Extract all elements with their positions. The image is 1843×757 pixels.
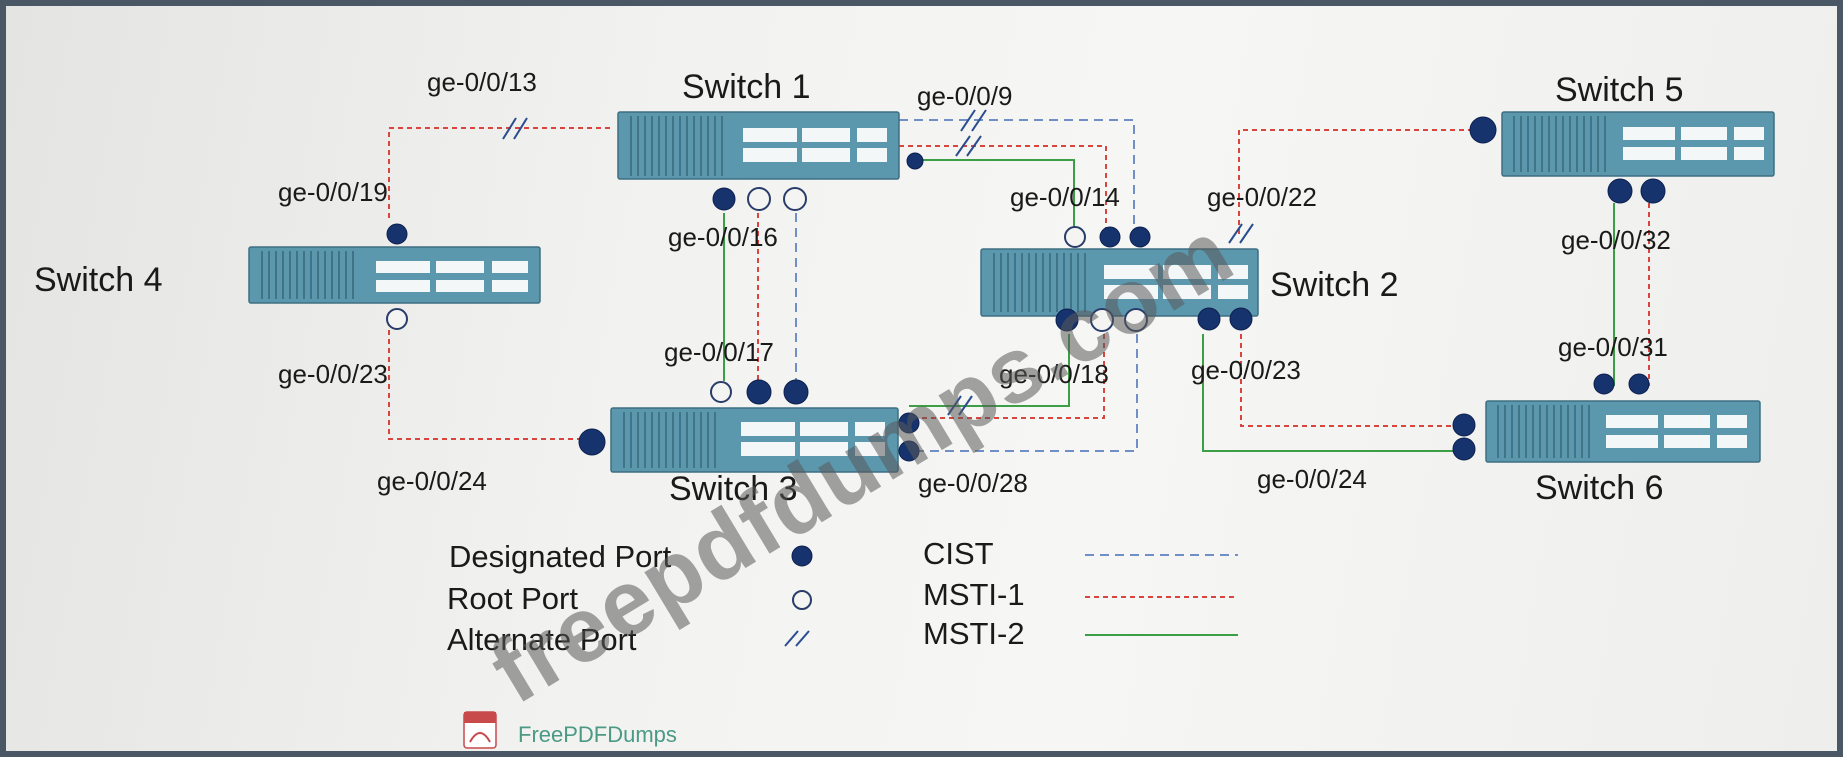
switch-3-label: Switch 3 [669,470,798,508]
switch-4-label: Switch 4 [34,261,163,299]
switch-1[interactable] [617,111,900,180]
legend-alternate-marker [795,630,810,647]
switch-6-label: Switch 6 [1535,469,1664,507]
switch-5-label: Switch 5 [1555,71,1684,109]
switch-2-label: Switch 2 [1270,266,1399,304]
port-label-ge-0-0-28: ge-0/0/28 [918,468,1028,498]
legend-cist-label: CIST [923,536,994,571]
switch-4[interactable] [248,246,541,304]
designated-port-marker [1229,307,1253,331]
port-label-ge-0-0-16: ge-0/0/16 [668,222,778,252]
port-label-ge-0-0-19: ge-0/0/19 [278,177,388,207]
designated-port-marker [1129,226,1151,248]
designated-port-marker [712,187,736,211]
designated-port-marker [1452,437,1476,461]
port-label-ge-0-0-13: ge-0/0/13 [427,67,537,97]
legend-designated-label: Designated Port [449,539,672,574]
port-label-ge-0-0-31: ge-0/0/31 [1558,332,1668,362]
alternate-port-marker [513,117,528,140]
link-sw1-sw2 [899,109,1135,234]
designated-port-marker [906,152,924,170]
legend-alternate-label: Alternate Port [447,622,637,657]
link-sw1-sw3 [723,213,797,381]
designated-port-marker [1628,373,1650,395]
switch-6[interactable] [1485,400,1761,463]
legend-msti2-label: MSTI-2 [923,616,1025,651]
link-sw2-sw6 [1202,334,1464,452]
designated-port-marker [386,223,408,245]
root-port-marker [783,187,807,211]
link-sw2-sw3 [909,334,1138,452]
port-label-ge-0-0-18: ge-0/0/18 [999,359,1109,389]
brand-logo: FreePDFDumps [463,711,677,749]
switch-5[interactable] [1501,111,1775,177]
designated-port-marker [746,379,772,405]
port-label-ge-0-0-9: ge-0/0/9 [917,81,1012,111]
alternate-port-marker [971,109,987,132]
link-sw4-sw3 [388,312,581,440]
root-port-marker [747,187,771,211]
alternate-port-marker [960,109,976,132]
designated-port-marker [898,440,920,462]
legend-msti1-label: MSTI-1 [923,577,1025,612]
designated-port-marker [1607,178,1633,204]
designated-port-marker [1469,116,1497,144]
legend-alternate-marker [784,630,799,647]
designated-port-marker [1593,373,1615,395]
watermark-text: freepdfdumps.com [474,201,1250,723]
network-diagram: Switch 1 Switch 2 Switch 3 Switch 4 Swit… [34,67,1775,749]
port-label-ge-0-0-24-right: ge-0/0/24 [1257,464,1367,494]
switch-1-label: Switch 1 [682,68,811,106]
legend-root-marker [792,590,812,610]
legend-root-label: Root Port [447,581,578,616]
root-port-marker [386,308,408,330]
root-port-marker [1090,308,1114,332]
alternate-port-marker [955,135,971,157]
designated-port-marker [1099,226,1121,248]
root-port-marker [1124,308,1148,332]
root-port-marker [1064,226,1086,248]
switch-3[interactable] [610,407,899,473]
switch-2[interactable] [980,248,1259,317]
diagram-frame: Switch 1 Switch 2 Switch 3 Switch 4 Swit… [6,6,1837,751]
port-label-ge-0-0-22: ge-0/0/22 [1207,182,1317,212]
designated-port-marker [1640,178,1666,204]
port-label-ge-0-0-23-right: ge-0/0/23 [1191,355,1301,385]
link-sw1-sw4 [388,117,610,221]
alternate-port-marker [1228,223,1243,244]
alternate-port-marker [947,395,962,416]
link-sw5-sw6 [1613,203,1650,386]
brand-name: FreePDFDumps [518,722,677,747]
designated-port-marker [898,412,920,434]
root-port-marker [710,381,732,403]
alternate-port-marker [966,135,982,157]
port-label-ge-0-0-32: ge-0/0/32 [1561,225,1671,255]
designated-port-marker [1055,308,1079,332]
alternate-port-marker [502,117,517,140]
link-sw2-sw5 [1228,129,1481,244]
alternate-port-marker [1239,223,1254,244]
alternate-port-marker [958,395,973,416]
port-label-ge-0-0-17: ge-0/0/17 [664,337,774,367]
port-label-ge-0-0-23-left: ge-0/0/23 [278,359,388,389]
designated-port-marker [578,428,606,456]
port-label-ge-0-0-14: ge-0/0/14 [1010,182,1120,212]
port-label-ge-0-0-24-left: ge-0/0/24 [377,466,487,496]
legend: Designated Port Root Port Alternate Port… [447,536,1238,657]
designated-port-marker [1452,413,1476,437]
legend-designated-marker [791,545,813,567]
designated-port-marker [783,379,809,405]
designated-port-marker [1197,307,1221,331]
pdf-icon [463,711,497,749]
